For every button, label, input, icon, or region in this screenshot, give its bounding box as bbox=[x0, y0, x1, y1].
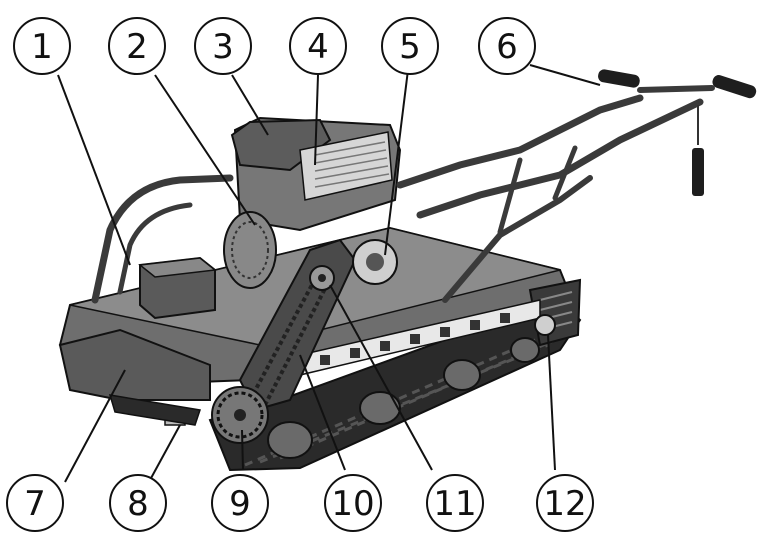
handle-frame-right bbox=[416, 98, 704, 219]
front-bumper bbox=[58, 328, 211, 401]
callout-12: 12 bbox=[536, 474, 594, 532]
front-axle-mount bbox=[108, 394, 201, 426]
engine bbox=[230, 116, 402, 232]
upper-sprocket bbox=[309, 265, 335, 291]
svg-text:2: 2 bbox=[126, 27, 148, 67]
leader-11 bbox=[329, 284, 433, 471]
svg-text:12: 12 bbox=[543, 484, 586, 524]
callout-1: 1 bbox=[13, 17, 71, 75]
callout-7: 7 bbox=[6, 474, 64, 532]
svg-text:5: 5 bbox=[399, 27, 421, 67]
machine-illustration bbox=[58, 69, 757, 472]
svg-text:6: 6 bbox=[496, 27, 518, 67]
drive-sprocket bbox=[211, 386, 269, 444]
battery bbox=[138, 256, 217, 320]
leader-2 bbox=[154, 74, 256, 226]
leader-9 bbox=[241, 429, 244, 471]
leader-1 bbox=[57, 74, 131, 266]
drive-chain bbox=[248, 269, 334, 406]
front-roll-bar bbox=[91, 174, 234, 304]
callout-9: 9 bbox=[211, 474, 269, 532]
svg-text:7: 7 bbox=[24, 484, 46, 524]
svg-text:9: 9 bbox=[229, 484, 251, 524]
safety-lanyard bbox=[692, 105, 704, 196]
svg-text:3: 3 bbox=[212, 27, 234, 67]
callout-3: 3 bbox=[194, 17, 252, 75]
handle-crossbar bbox=[497, 145, 578, 235]
svg-text:8: 8 bbox=[127, 484, 149, 524]
svg-text:1: 1 bbox=[31, 27, 53, 67]
leader-6 bbox=[529, 64, 601, 86]
callout-8: 8 bbox=[109, 474, 167, 532]
svg-text:11: 11 bbox=[433, 484, 476, 524]
callout-5: 5 bbox=[381, 17, 439, 75]
callout-4: 4 bbox=[289, 17, 347, 75]
rear-guard-slots bbox=[539, 291, 573, 331]
svg-text:4: 4 bbox=[307, 27, 329, 67]
road-wheels bbox=[267, 337, 540, 459]
leader-lines bbox=[57, 64, 601, 483]
side-rail-slots bbox=[320, 313, 510, 365]
leader-8 bbox=[149, 424, 181, 481]
callout-6: 6 bbox=[478, 17, 536, 75]
track-tensioner bbox=[534, 314, 556, 336]
flywheel bbox=[223, 211, 277, 289]
callout-10: 10 bbox=[324, 474, 382, 532]
handle-grips bbox=[598, 69, 757, 99]
cooling-fins bbox=[314, 141, 390, 188]
leader-10 bbox=[299, 354, 346, 471]
handle-support-loop bbox=[442, 175, 593, 303]
leader-7 bbox=[64, 369, 126, 483]
leader-12 bbox=[547, 334, 556, 471]
front-roll-bar-inner bbox=[117, 202, 193, 295]
clutch-pulley bbox=[352, 239, 398, 285]
leader-3 bbox=[231, 74, 269, 136]
callout-11: 11 bbox=[426, 474, 484, 532]
callout-2: 2 bbox=[108, 17, 166, 75]
callouts: 1 2 3 4 5 6 7 8 bbox=[6, 17, 594, 532]
handle-frame-left bbox=[396, 94, 644, 189]
svg-text:10: 10 bbox=[331, 484, 374, 524]
leader-4 bbox=[314, 74, 319, 166]
leader-5 bbox=[384, 69, 409, 256]
